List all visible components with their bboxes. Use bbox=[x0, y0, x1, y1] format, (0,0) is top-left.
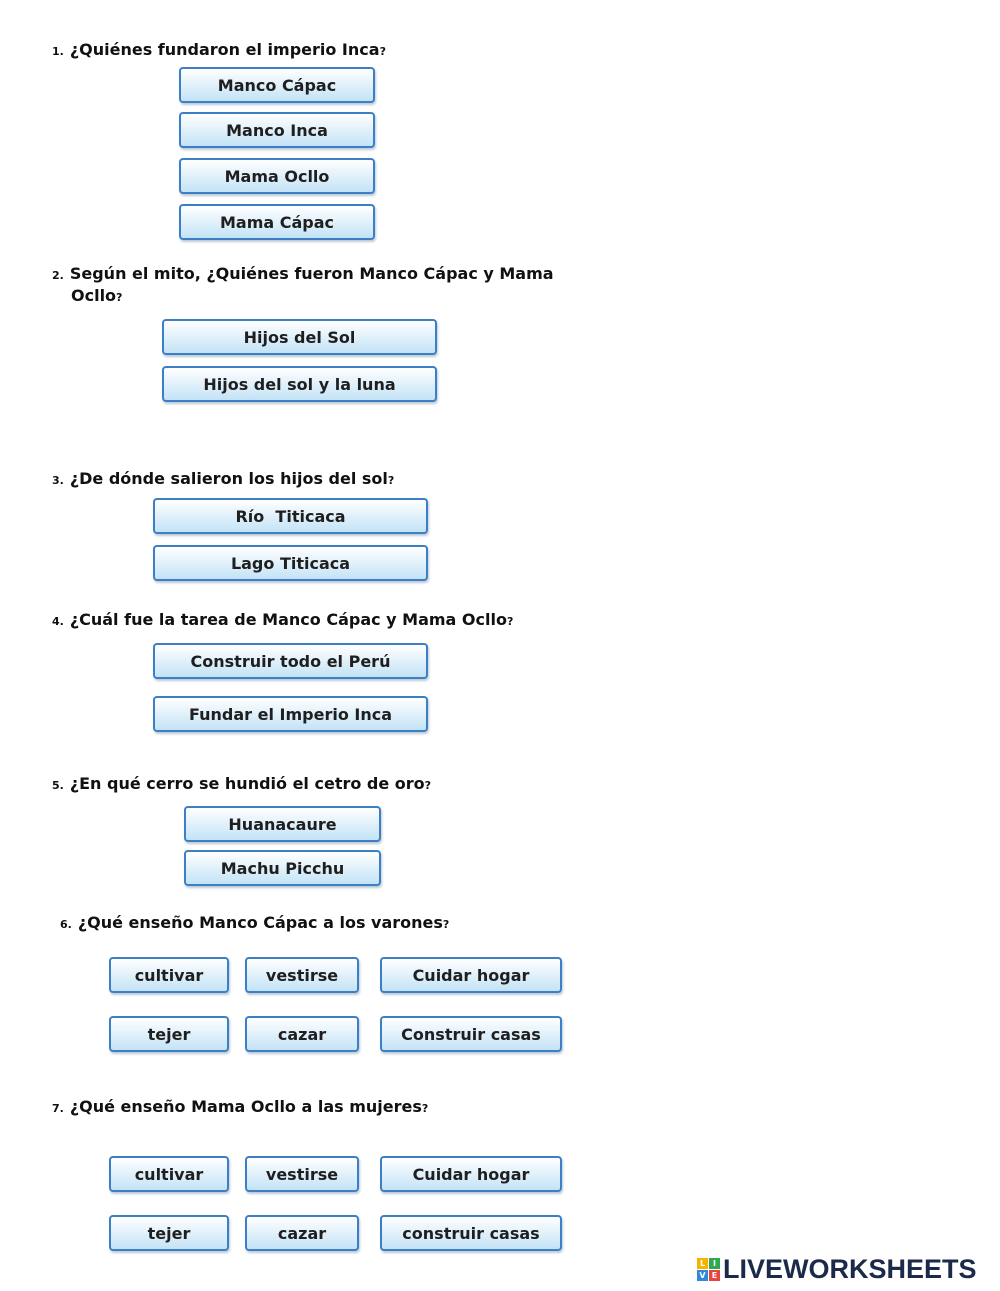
question-text-line1: Según el mito, ¿Quiénes fueron Manco Cáp… bbox=[69, 264, 554, 283]
option-button[interactable]: cazar bbox=[245, 1215, 359, 1251]
logo-text: LIVEWORKSHEETS bbox=[723, 1253, 977, 1284]
option-button[interactable]: Manco Inca bbox=[179, 112, 375, 148]
option-button[interactable]: Construir todo el Perú bbox=[153, 643, 428, 679]
question-mark: ? bbox=[379, 45, 386, 58]
option-button[interactable]: construir casas bbox=[380, 1215, 562, 1251]
question-7: 7. ¿Qué enseño Mama Ocllo a las mujeres? bbox=[52, 1097, 428, 1119]
option-button[interactable]: Hijos del sol y la luna bbox=[162, 366, 437, 402]
option-button[interactable]: tejer bbox=[109, 1016, 229, 1052]
option-button[interactable]: Huanacaure bbox=[184, 806, 381, 842]
logo-icon: L I V E bbox=[697, 1257, 720, 1281]
option-button[interactable]: Cuidar hogar bbox=[380, 957, 562, 993]
question-text-line2: Ocllo bbox=[71, 286, 117, 305]
question-number: 3. bbox=[52, 474, 64, 487]
option-button[interactable]: cultivar bbox=[109, 957, 229, 993]
question-5: 5. ¿En qué cerro se hundió el cetro de or… bbox=[52, 774, 431, 796]
question-text: ¿Cuál fue la tarea de Manco Cápac y Mama… bbox=[69, 610, 507, 629]
question-number: 6. bbox=[60, 918, 72, 931]
question-number: 4. bbox=[52, 615, 64, 628]
option-button[interactable]: vestirse bbox=[245, 1156, 359, 1192]
question-text: ¿Quiénes fundaron el imperio Inca bbox=[69, 40, 380, 59]
question-3: 3. ¿De dónde salieron los hijos del sol? bbox=[52, 469, 394, 491]
question-mark: ? bbox=[506, 615, 514, 628]
logo-tile: I bbox=[709, 1257, 720, 1269]
question-text: ¿En qué cerro se hundió el cetro de oro bbox=[69, 774, 425, 793]
question-mark: ? bbox=[116, 291, 123, 304]
question-text: ¿Qué enseño Mama Ocllo a las mujeres bbox=[69, 1097, 422, 1116]
option-button[interactable]: Mama Cápac bbox=[179, 204, 375, 240]
question-6: 6. ¿Qué enseño Manco Cápac a los varones? bbox=[60, 913, 449, 935]
question-mark: ? bbox=[442, 918, 450, 931]
question-text: ¿De dónde salieron los hijos del sol bbox=[69, 469, 388, 488]
option-button[interactable]: Hijos del Sol bbox=[162, 319, 437, 355]
option-button[interactable]: Construir casas bbox=[380, 1016, 562, 1052]
question-number: 7. bbox=[52, 1102, 64, 1115]
question-mark: ? bbox=[421, 1102, 429, 1115]
question-text: ¿Qué enseño Manco Cápac a los varones bbox=[77, 913, 443, 932]
question-1: 1. ¿Quiénes fundaron el imperio Inca? bbox=[52, 40, 386, 62]
option-button[interactable]: vestirse bbox=[245, 957, 359, 993]
logo-tile: E bbox=[709, 1269, 720, 1281]
option-button[interactable]: Fundar el Imperio Inca bbox=[153, 696, 428, 732]
option-button[interactable]: Manco Cápac bbox=[179, 67, 375, 103]
question-4: 4. ¿Cuál fue la tarea de Manco Cápac y Ma… bbox=[52, 610, 513, 632]
question-mark: ? bbox=[387, 474, 395, 487]
option-button[interactable]: tejer bbox=[109, 1215, 229, 1251]
option-button[interactable]: cazar bbox=[245, 1016, 359, 1052]
option-button[interactable]: Mama Ocllo bbox=[179, 158, 375, 194]
option-button[interactable]: Río Titicaca bbox=[153, 498, 428, 534]
question-2: 2. Según el mito, ¿Quiénes fueron Manco C… bbox=[52, 264, 554, 308]
question-number: 1. bbox=[52, 45, 64, 58]
option-button[interactable]: Cuidar hogar bbox=[380, 1156, 562, 1192]
question-mark: ? bbox=[424, 779, 432, 792]
logo-tile: L bbox=[697, 1257, 708, 1269]
question-number: 5. bbox=[52, 779, 64, 792]
logo-tile: V bbox=[697, 1269, 708, 1281]
question-number: 2. bbox=[52, 269, 64, 282]
option-button[interactable]: Lago Titicaca bbox=[153, 545, 428, 581]
option-button[interactable]: Machu Picchu bbox=[184, 850, 381, 886]
liveworksheets-logo: L I V E LIVEWORKSHEETS bbox=[697, 1253, 977, 1285]
option-button[interactable]: cultivar bbox=[109, 1156, 229, 1192]
